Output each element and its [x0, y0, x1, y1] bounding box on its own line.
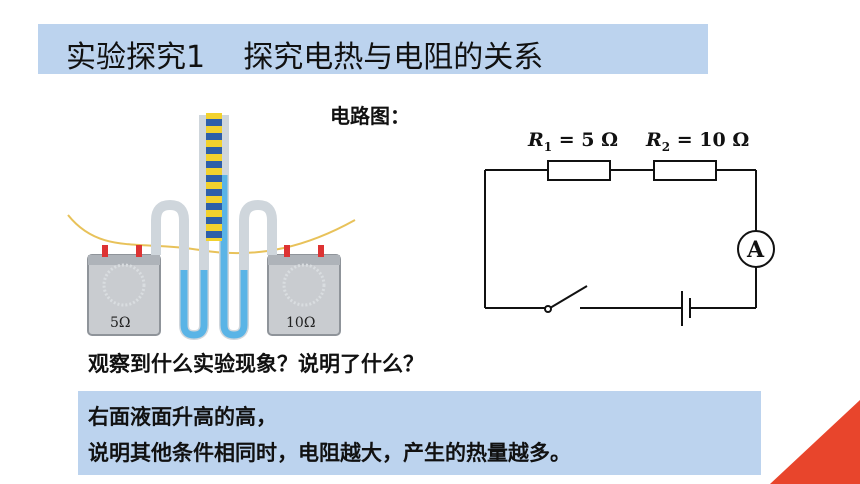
corner-accent [770, 400, 860, 484]
answer-line-2: 说明其他条件相同时，电阻越大，产生的热量越多。 [88, 441, 571, 465]
ammeter-label: A [746, 237, 765, 263]
r1-label: R1 = 5 Ω [527, 129, 618, 154]
answer-line-1: 右面液面升高的高， [88, 405, 277, 429]
apparatus-illustration: 5Ω 10Ω [67, 113, 356, 341]
slide-title: 实验探究1 探究电热与电阻的关系 [66, 40, 544, 75]
circuit-diagram-label: 电路图： [330, 104, 410, 128]
left-resistor-label: 5Ω [110, 315, 131, 331]
resistor-r1 [547, 160, 611, 181]
r2-label: R2 = 10 Ω [645, 129, 749, 154]
title-bar: 实验探究1 探究电热与电阻的关系 [38, 24, 708, 75]
right-coil [282, 263, 326, 307]
left-u-tube [151, 115, 209, 341]
answer-box: 右面液面升高的高， 说明其他条件相同时，电阻越大，产生的热量越多。 [78, 391, 761, 475]
resistor-r2 [653, 160, 717, 181]
right-resistor-label: 10Ω [286, 315, 315, 331]
circuit-diagram: A R1 = 5 Ω R2 = 10 Ω [484, 129, 775, 326]
switch [549, 285, 588, 309]
left-coil [102, 263, 146, 307]
question-text: 观察到什么实验现象？说明了什么？ [88, 352, 424, 376]
right-u-tube [219, 115, 277, 341]
